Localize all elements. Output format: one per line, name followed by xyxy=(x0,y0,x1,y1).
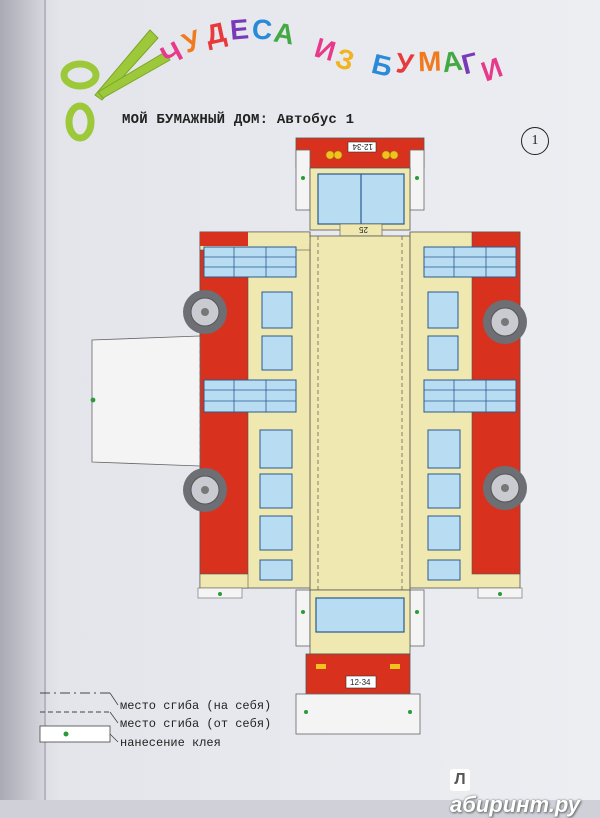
wheel-icon xyxy=(183,468,227,512)
left-side-panel xyxy=(197,231,311,599)
watermark: Лабиринт.ру xyxy=(450,766,600,818)
headlight-icon xyxy=(325,150,335,160)
rear-panel: 12-34 xyxy=(295,589,425,735)
wheel-icon xyxy=(483,300,527,344)
left-flap xyxy=(91,335,201,467)
headlight-icon xyxy=(333,150,343,160)
wheel-icon xyxy=(483,466,527,510)
rear-plate-text: 12-34 xyxy=(350,678,371,687)
legend-item-fold-away: место сгиба (от себя) xyxy=(120,717,272,731)
front-plate-text: 12-34 xyxy=(352,142,373,151)
gutter-fold xyxy=(44,0,46,800)
glue-dot xyxy=(415,176,419,180)
legend-glue-box xyxy=(39,725,111,743)
bus-template: 12-34 25 xyxy=(39,137,527,743)
headlight-icon xyxy=(381,150,391,160)
legend-item-glue: нанесение клея xyxy=(120,736,221,750)
front-plate xyxy=(347,141,377,153)
right-side-panel xyxy=(409,231,523,599)
wheel-icon xyxy=(183,290,227,334)
glue-dot xyxy=(90,397,96,403)
route-number: 25 xyxy=(359,225,368,234)
page-number: 1 xyxy=(521,127,549,155)
roof-panel xyxy=(309,235,411,591)
legend-lines xyxy=(39,692,119,743)
headlight-icon xyxy=(389,150,399,160)
rear-plate xyxy=(345,675,377,689)
watermark-logo-icon: Л xyxy=(450,769,470,792)
glue-dot xyxy=(301,176,305,180)
legend-item-fold-toward: место сгиба (на себя) xyxy=(120,699,272,713)
front-panel: 12-34 xyxy=(295,137,425,231)
glue-dot xyxy=(63,731,69,737)
book-gutter xyxy=(0,0,46,800)
page-subtitle: МОЙ БУМАЖНЫЙ ДОМ: Автобус 1 xyxy=(122,112,355,128)
watermark-text: абиринт.ру xyxy=(450,792,580,817)
bottom-tab xyxy=(295,693,421,735)
